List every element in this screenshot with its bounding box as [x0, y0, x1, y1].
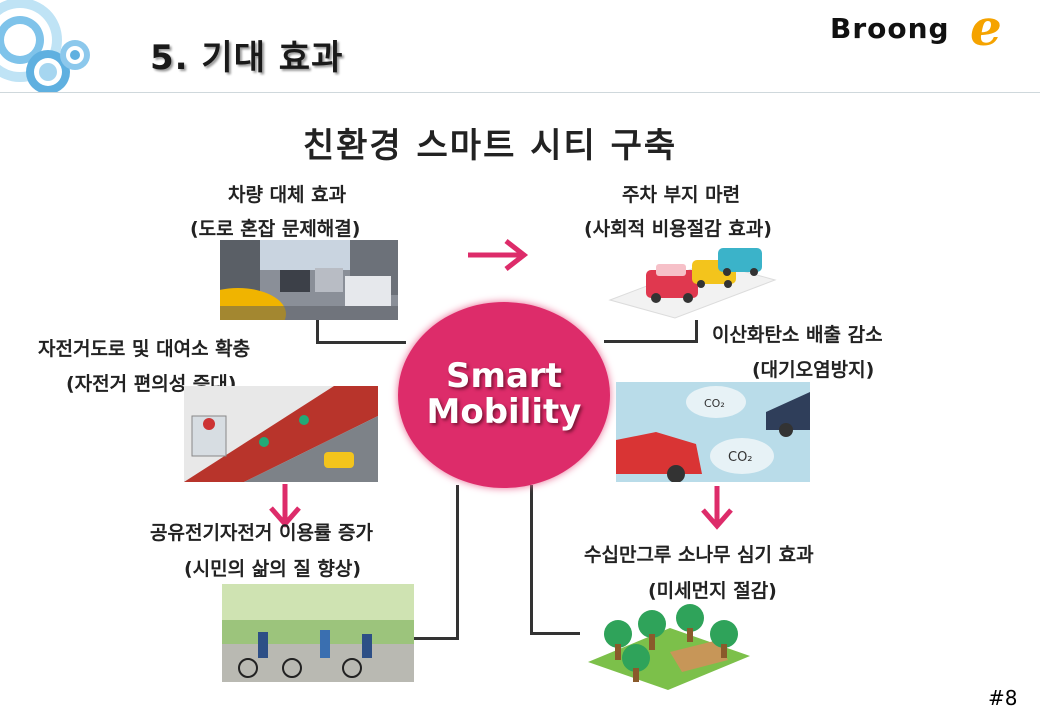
bike-lane-image [184, 386, 378, 482]
connector-line [456, 485, 459, 640]
node-label-pine-trees: 수십만그루 소나무 심기 효과 [584, 544, 814, 566]
node-sublabel-pine-trees: (미세먼지 절감) [648, 580, 777, 602]
page-number: #8 [988, 686, 1018, 710]
node-label-vehicle-replacement: 차량 대체 효과 [228, 184, 347, 206]
brand-logo-e: e [970, 0, 1002, 57]
co2-label: CO₂ [704, 397, 725, 410]
center-label-line1: Smart [446, 356, 562, 396]
node-label-co2-reduction: 이산화탄소 배출 감소 [712, 324, 883, 346]
connector-line [316, 341, 406, 344]
parking-cars-image [608, 248, 777, 319]
connector-line [530, 485, 533, 635]
connector-line [604, 340, 698, 343]
node-sublabel-parking-space: (사회적 비용절감 효과) [584, 218, 772, 240]
center-label: Smart Mobility [398, 358, 610, 430]
center-circle [398, 302, 610, 488]
slide-title: 5. 기대 효과 [150, 38, 344, 78]
arrow-right-icon [468, 239, 529, 271]
node-sublabel-vehicle-replacement: (도로 혼잡 문제해결) [190, 218, 361, 240]
co2-pollution-image: CO₂ CO₂ [616, 382, 810, 482]
node-label-bike-roads: 자전거도로 및 대여소 확충 [38, 338, 251, 360]
node-label-parking-space: 주차 부지 마련 [622, 184, 741, 206]
cyclists-photo-image [222, 584, 414, 682]
traffic-jam-image [220, 240, 398, 320]
arrow-down-icon [269, 484, 301, 528]
brand-logo-text: Broong [830, 12, 950, 45]
connector-line [695, 320, 698, 343]
connector-line [400, 637, 459, 640]
node-sublabel-shared-ebike: (시민의 삶의 질 향상) [184, 558, 362, 580]
pine-trees-image [588, 604, 750, 690]
node-sublabel-co2-reduction: (대기오염방지) [752, 359, 875, 381]
center-label-line2: Mobility [426, 392, 582, 432]
diagram-title: 친환경 스마트 시티 구축 [302, 126, 678, 166]
arrow-down-icon [701, 486, 733, 530]
header-circles-logo [0, 0, 90, 92]
node-label-shared-ebike: 공유전기자전거 이용률 증가 [150, 522, 373, 544]
connector-line [530, 632, 580, 635]
co2-label: CO₂ [728, 450, 753, 465]
header-divider [0, 92, 1040, 93]
connector-line [316, 320, 319, 344]
